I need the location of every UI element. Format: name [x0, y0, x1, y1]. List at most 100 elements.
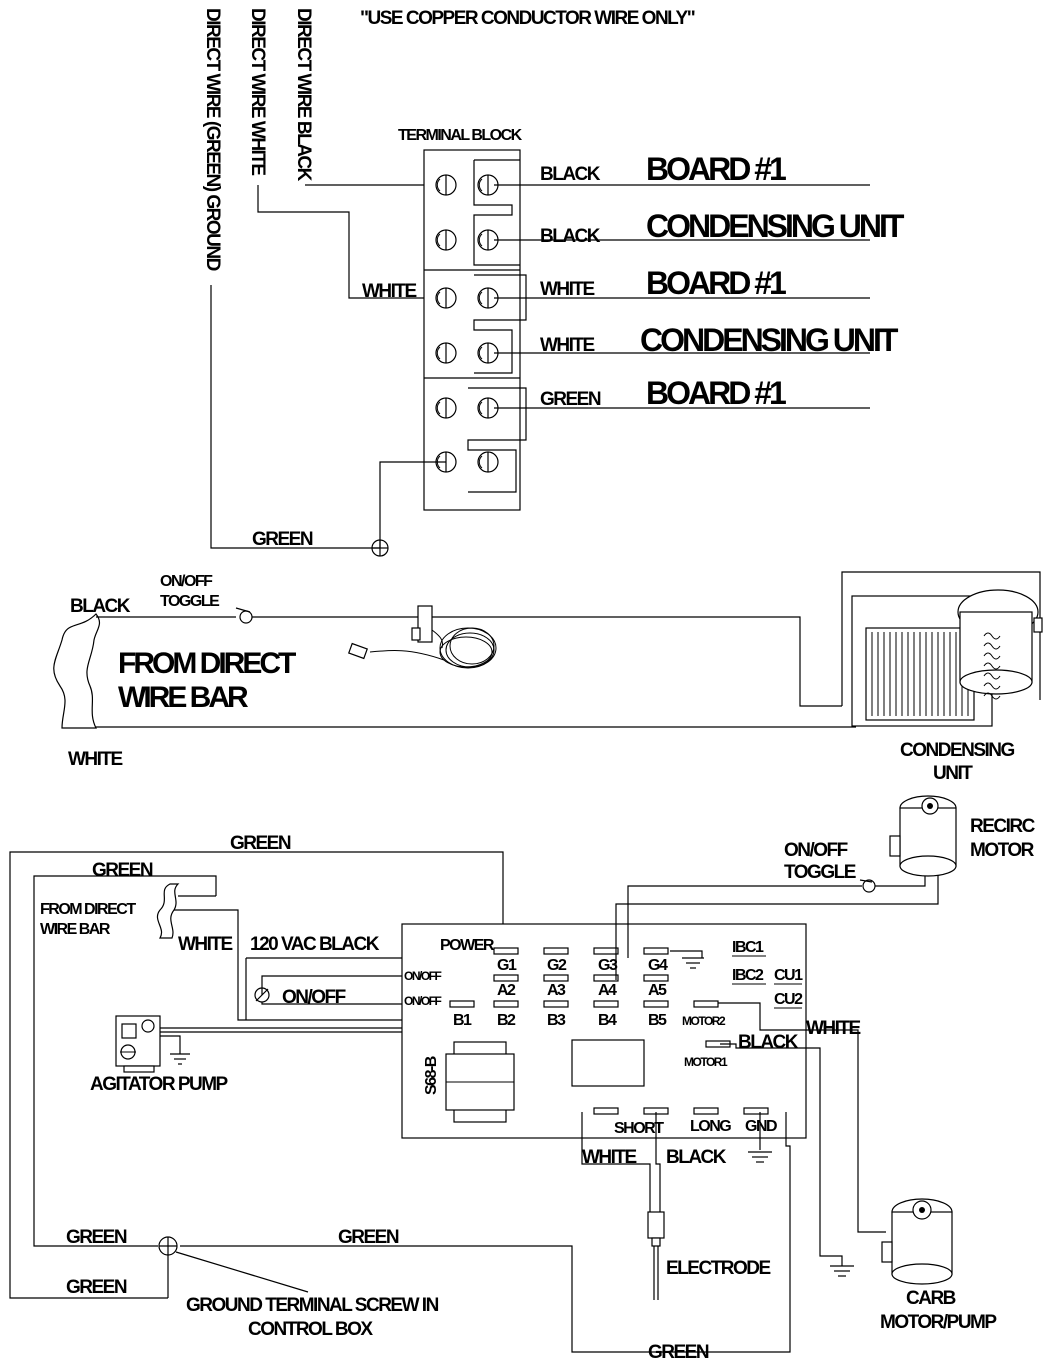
agitator-pump-illustration: [115, 1015, 161, 1073]
probe-white-label: WHITE: [582, 1147, 637, 1168]
recirc-return-wire: [615, 872, 939, 980]
middle-from-label-2: WIRE BAR: [118, 681, 249, 714]
tb-row-4-dest: CONDENSING UNIT: [640, 322, 899, 358]
green-mid-label: GREEN: [338, 1227, 399, 1248]
board-a3-label: A3: [547, 982, 566, 999]
recirc-motor-label-1: RECIRC: [970, 816, 1036, 837]
copper-wire-notice: "USE COPPER CONDUCTOR WIRE ONLY": [360, 8, 695, 29]
terminal-screw: [477, 229, 499, 251]
ground-lead: [379, 461, 446, 548]
vac-black-label: 120 VAC BLACK: [250, 934, 380, 955]
direct-wire-black-label: DIRECT WIRE BLACK: [293, 8, 314, 182]
board-terminal-tab: [693, 1107, 719, 1115]
terminal-block-title: TERMINAL BLOCK: [398, 127, 523, 144]
board-terminal-tab: [643, 974, 669, 982]
board-b1-label: B1: [453, 1012, 472, 1029]
terminal-row-2: BLACK CONDENSING UNIT: [494, 208, 908, 247]
direct-wire-ground-label: DIRECT WIRE (GREEN) GROUND: [202, 8, 223, 271]
condenser-feed-loop: [841, 571, 1041, 706]
terminal-row-5: GREEN BOARD #1: [494, 375, 870, 411]
tb-left-white-label: WHITE: [362, 281, 417, 302]
board-terminal-tab: [593, 947, 619, 955]
compressor-coil: [983, 642, 1001, 650]
small-from-label-2: WIRE BAR: [40, 921, 111, 938]
tb-row-1-dest: BOARD #1: [646, 151, 786, 187]
middle-white-label: WHITE: [68, 749, 123, 770]
green-bottom-loop: [180, 1112, 791, 1353]
middle-toggle-label-2: TOGGLE: [160, 593, 220, 610]
terminal-screw: [435, 174, 457, 196]
board-terminal-tab: [493, 974, 519, 982]
white-right-label: WHITE: [806, 1018, 861, 1039]
board-terminal-tab: [593, 1107, 619, 1115]
agitator-ground-wire: [160, 1035, 181, 1054]
board-a5-label: A5: [648, 982, 667, 999]
board-ibc1-label: IBC1: [732, 939, 764, 956]
board-motor1-label: MOTOR1: [684, 1055, 728, 1069]
green-second-label: GREEN: [92, 860, 153, 881]
middle-black-label: BLACK: [70, 596, 131, 617]
terminal-row-1: BLACK BOARD #1: [494, 151, 870, 187]
compressor-coil: [983, 682, 1001, 690]
board-power-label: POWER: [440, 937, 495, 954]
board-cu1-label: CU1: [774, 967, 803, 984]
black-right-label: BLACK: [738, 1032, 799, 1053]
inner-ground-loop: [33, 875, 217, 1247]
tb-row-4-wire: WHITE: [540, 335, 595, 356]
board-a2-label: A2: [497, 982, 516, 999]
electrode-white-wire: [581, 1112, 651, 1212]
board-terminal-tab: [543, 947, 569, 955]
condensing-unit-illustration: [851, 589, 1043, 727]
terminal-row-4: WHITE CONDENSING UNIT: [494, 322, 902, 358]
middle-from-label-1: FROM DIRECT: [118, 647, 296, 680]
compressor-coil: [983, 632, 1001, 640]
board-g1-label: G1: [497, 957, 517, 974]
ground-screw-label-1: GROUND TERMINAL SCREW IN: [186, 1295, 439, 1316]
recirc-toggle-label-2: TOGGLE: [784, 862, 856, 883]
board-onoff-label-2: ON/OFF: [404, 994, 441, 1008]
tb-row-1-wire: BLACK: [540, 164, 601, 185]
terminal-block: [423, 149, 527, 511]
board-terminal-tab: [543, 1000, 569, 1008]
tb-row-2-dest: CONDENSING UNIT: [646, 208, 905, 244]
board-terminal-tab: [593, 1000, 619, 1008]
relay-module: [571, 1039, 645, 1087]
small-from-label-1: FROM DIRECT: [40, 901, 136, 918]
board-b2-label: B2: [497, 1012, 516, 1029]
terminal-screws: [435, 174, 499, 473]
board-terminal-tabs: [449, 947, 769, 1115]
board-cu2-label: CU2: [774, 991, 803, 1008]
middle-toggle-label-1: ON/OFF: [160, 573, 213, 590]
board-ibc2-label: IBC2: [732, 967, 764, 984]
ground-screw-symbol: [371, 539, 389, 557]
compressor-coil: [983, 672, 1001, 680]
motor-ground-icon: [830, 1265, 854, 1277]
recirc-motor-illustration: [889, 795, 957, 877]
compressor-coil: [983, 652, 1001, 660]
agitator-ground-icon: [170, 1053, 190, 1065]
compressor-coil: [983, 662, 1001, 670]
board-terminal-tab: [743, 1107, 769, 1115]
terminal-screw: [435, 287, 457, 309]
compressor-coil: [983, 692, 1001, 700]
board-g2-label: G2: [547, 957, 567, 974]
board-terminal-tab: [643, 1000, 669, 1008]
motor2-output-wire: [718, 1002, 886, 1233]
condensing-unit-label-2: UNIT: [933, 763, 973, 784]
board-onoff-label-1: ON/OFF: [404, 969, 441, 983]
electrode-label: ELECTRODE: [666, 1258, 771, 1279]
board-terminal-tab: [493, 1000, 519, 1008]
tb-row-3-wire: WHITE: [540, 279, 595, 300]
carb-motor-pump-illustration: [881, 1198, 953, 1285]
board-model-label: S68-B: [423, 1056, 440, 1095]
terminal-row-3: WHITE BOARD #1: [494, 265, 870, 301]
small-white-label: WHITE: [178, 934, 233, 955]
outer-ground-loop: [9, 851, 504, 1299]
ground-screw-label-2: CONTROL BOX: [248, 1319, 373, 1340]
board-long-label: LONG: [690, 1118, 731, 1135]
wire-bar-torn-edge: [53, 613, 101, 729]
recirc-toggle-label-1: ON/OFF: [784, 840, 848, 861]
middle-toggle-switch[interactable]: [239, 610, 253, 624]
board-terminal-tab: [493, 947, 519, 955]
direct-wire-leads: [210, 184, 446, 549]
